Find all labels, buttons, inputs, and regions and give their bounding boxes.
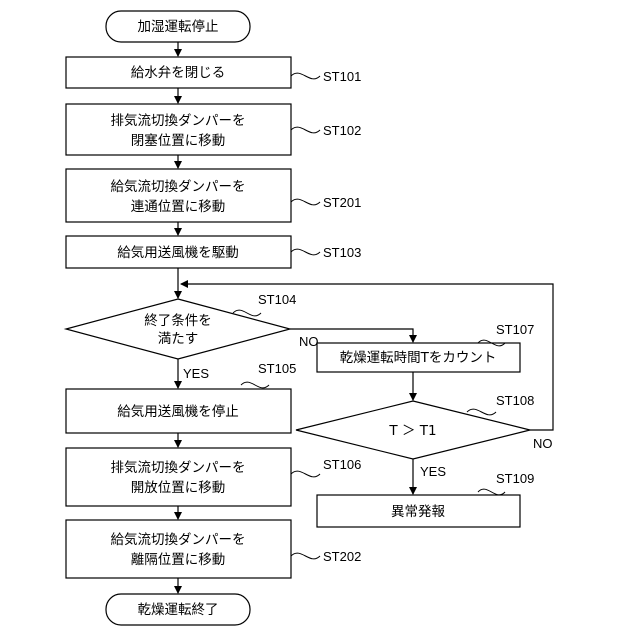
node-st109-text: 異常発報 [391,504,445,520]
node-st107-text: 乾燥運転時間Tをカウント [340,350,497,366]
leader-st101 [291,73,320,79]
node-st105-text: 給気用送風機を停止 [117,403,239,420]
node-st202-line1: 給気流切換ダンパーを [111,532,246,548]
node-start: 加湿運転停止 [106,11,250,42]
step-label-st108: ST108 [496,393,534,408]
node-st105: 給気用送風機を停止 [66,389,291,433]
leader-st106 [291,471,320,477]
node-st101-text: 給水弁を閉じる [131,65,226,81]
node-st106-line2: 開放位置に移動 [131,480,226,496]
node-st201-line1: 給気流切換ダンパーを [111,179,246,195]
leader-st201 [291,199,320,205]
node-st104-line2: 満たす [158,331,199,347]
node-st102: 排気流切換ダンパーを 閉塞位置に移動 [66,104,291,155]
node-start-text: 加湿運転停止 [138,18,219,35]
node-st107: 乾燥運転時間Tをカウント [317,343,520,372]
edge-label-st104-yes: YES [183,366,209,381]
edge-label-st108-no: NO [533,436,553,451]
node-st202: 給気流切換ダンパーを 離隔位置に移動 [66,520,291,578]
node-st202-line2: 離隔位置に移動 [131,552,226,568]
step-label-st202: ST202 [323,549,361,564]
leader-st202 [291,553,320,559]
node-st108-text: T ＞ T1 [388,423,436,439]
node-st103: 給気用送風機を駆動 [66,236,291,268]
node-st102-line2: 閉塞位置に移動 [131,132,226,149]
edge-label-st104-no: NO [299,334,319,349]
node-st104-line1: 終了条件を [144,312,212,329]
step-label-st101: ST101 [323,69,361,84]
node-end: 乾燥運転終了 [106,594,250,625]
node-st103-text: 給気用送風機を駆動 [117,245,239,261]
step-label-st109: ST109 [496,471,534,486]
step-label-st102: ST102 [323,123,361,138]
step-label-st106: ST106 [323,457,361,472]
step-label-st103: ST103 [323,245,361,260]
step-label-st201: ST201 [323,195,361,210]
node-st201: 給気流切換ダンパーを 連通位置に移動 [66,169,291,222]
node-st102-line1: 排気流切換ダンパーを [111,113,246,129]
node-st109: 異常発報 [317,495,520,527]
node-st108: T ＞ T1 [296,401,530,459]
leader-st102 [291,127,320,133]
node-end-text: 乾燥運転終了 [138,602,219,618]
node-st101: 給水弁を閉じる [66,57,291,88]
edge-label-st108-yes: YES [420,464,446,479]
step-label-st105: ST105 [258,361,296,376]
node-st106: 排気流切換ダンパーを 開放位置に移動 [66,448,291,506]
node-st106-line1: 排気流切換ダンパーを [111,460,246,476]
leader-st105 [241,382,269,388]
step-label-st107: ST107 [496,322,534,337]
step-label-st104: ST104 [258,292,296,307]
leader-st103 [291,249,320,255]
leader-st109 [478,489,505,495]
leader-st108 [467,409,496,415]
node-st104: 終了条件を 満たす [66,299,290,359]
node-st201-line2: 連通位置に移動 [131,199,226,215]
